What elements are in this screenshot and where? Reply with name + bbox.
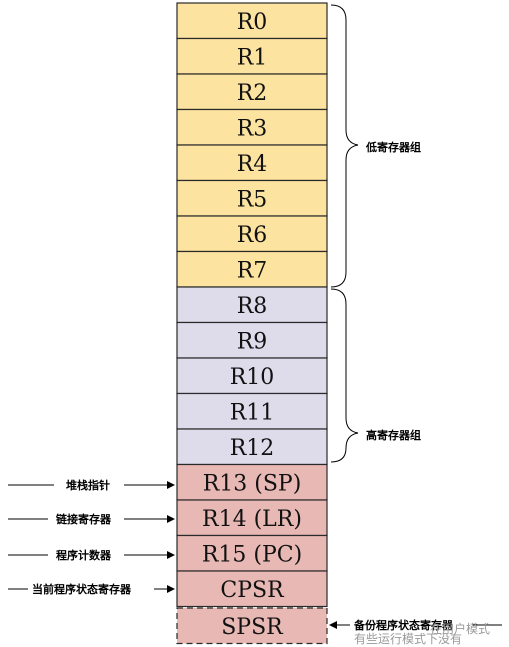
register-label: R10 [230,365,275,390]
register-cell-cpsr: CPSR [176,570,328,608]
register-cell-r15-pc: R15 (PC) [176,534,328,572]
high-group-brace [330,288,359,463]
cpsr-label: 当前程序状态寄存器 [32,582,132,596]
register-label: R12 [230,436,275,461]
register-label: R2 [237,81,268,106]
register-box [176,73,328,111]
register-label: R7 [237,258,268,283]
register-box [176,179,328,217]
link-register-label: 链接寄存器 [56,512,112,526]
register-box [176,463,328,501]
low-register-group-label: 低寄存器组 [365,140,421,154]
register-box [176,357,328,395]
register-label: R0 [237,10,268,35]
register-cell-r11: R11 [176,392,328,430]
spsr-annotation: 备份程序状态寄存器 [329,615,502,632]
register-cell-r0: R0 [176,2,328,40]
register-box [176,607,328,645]
register-cell-r7: R7 [176,250,328,288]
register-box [176,2,328,40]
stack-pointer-label: 堆栈指针 [66,478,110,492]
register-cell-r10: R10 [176,357,328,395]
register-box [176,108,328,146]
register-cell-r8: R8 [176,286,328,324]
program-counter-label: 程序计数器 [56,548,112,562]
mode-note-line1: 在用户模式 [430,621,490,636]
program-counter-annotation: 程序计数器 [8,548,175,562]
cpsr-annotation: 当前程序状态寄存器 [8,582,175,596]
register-label: R1 [237,45,268,70]
register-cell-r13-sp: R13 (SP) [176,463,328,501]
register-label: R5 [237,187,268,212]
register-label: R13 (SP) [203,471,302,496]
register-box [176,37,328,75]
register-box [176,570,328,608]
register-cell-r1: R1 [176,37,328,75]
register-box [176,321,328,359]
register-cell-spsr: SPSR [176,607,328,645]
register-label: R6 [237,223,268,248]
register-cell-r6: R6 [176,215,328,253]
high-register-group-label: 高寄存器组 [366,428,421,442]
register-label: SPSR [221,615,284,640]
spsr-label: 备份程序状态寄存器 [353,618,454,632]
register-box [176,250,328,288]
stack-pointer-annotation: 堆栈指针 [8,478,175,492]
register-box [176,392,328,430]
register-label: R9 [237,329,268,354]
register-cell-r9: R9 [176,321,328,359]
register-label: R11 [230,400,275,425]
register-box [176,534,328,572]
register-label: R8 [237,294,268,319]
register-cell-r5: R5 [176,179,328,217]
register-cell-r3: R3 [176,108,328,146]
link-register-annotation: 链接寄存器 [8,512,175,526]
register-label: R14 (LR) [202,507,302,532]
register-cell-r14-lr: R14 (LR) [176,499,328,537]
low-group-brace [330,4,359,288]
register-cell-r12: R12 [176,428,328,466]
register-cell-r4: R4 [176,144,328,182]
register-label: R3 [237,116,268,141]
register-label: CPSR [220,578,285,603]
register-cell-r2: R2 [176,73,328,111]
register-label: R4 [237,152,268,177]
register-label: R15 (PC) [202,542,302,567]
mode-note-line2: 有些运行模式下没有 [354,631,462,646]
